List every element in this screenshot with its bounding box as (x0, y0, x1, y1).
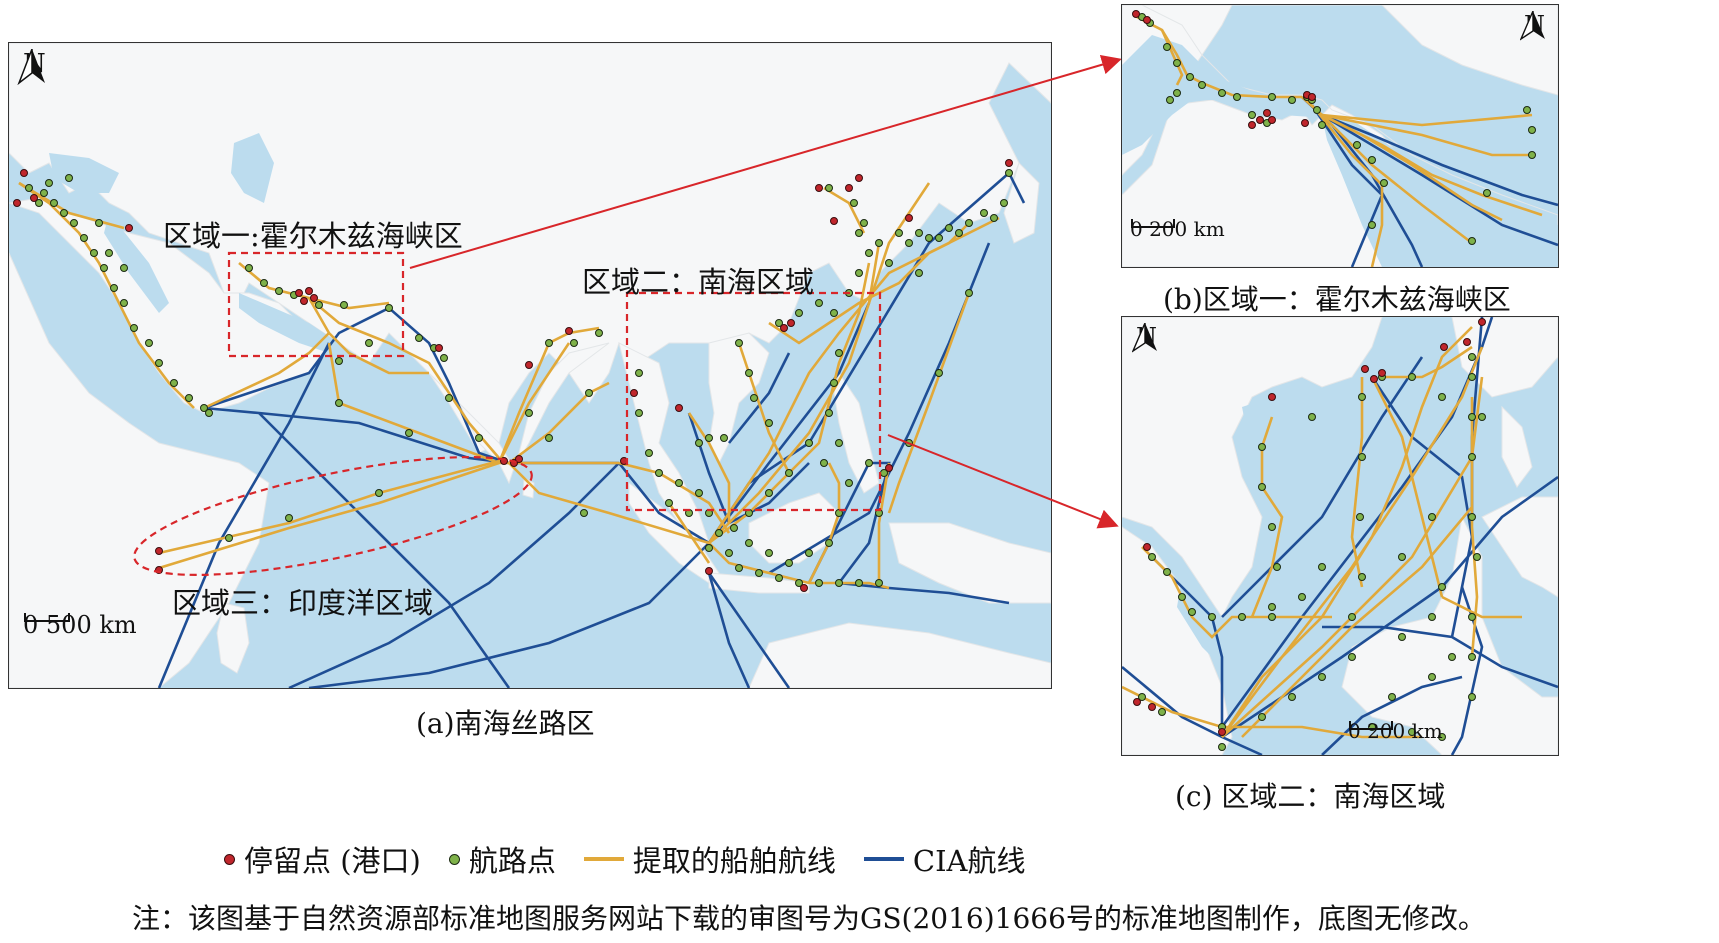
north-arrow-icon-b (1520, 11, 1545, 41)
north-arrow-icon-c (1132, 323, 1157, 353)
map-c-canvas (1122, 317, 1558, 755)
region-one-box (227, 251, 405, 358)
cia-route-swatch (863, 857, 904, 861)
region-two-label: 区域二：南海区域 (582, 265, 815, 299)
scale-label-c: 0 200 km (1348, 719, 1443, 743)
legend-route-point: 航路点 (448, 838, 556, 880)
region-three-ellipse (133, 456, 533, 576)
region-one-label: 区域一:霍尔木兹海峡区 (163, 219, 463, 253)
legend-extracted-route: 提取的船舶航线 (583, 838, 836, 880)
map-b-canvas (1122, 5, 1558, 267)
map-panel-c: N 0 200 km (1121, 316, 1559, 756)
legend-stop-point-label: 停留点 (港口) (244, 844, 421, 878)
legend-stop-point: 停留点 (港口) (224, 838, 421, 880)
stop-point-icon (224, 853, 235, 865)
map-legend: 停留点 (港口) 航路点 提取的船舶航线 CIA航线 (224, 838, 1025, 880)
scale-label-b: 0 200 km (1130, 217, 1225, 241)
scale-bar-line-b (1131, 219, 1175, 228)
legend-cia-route: CIA航线 (863, 838, 1026, 880)
legend-extracted-route-label: 提取的船舶航线 (632, 844, 836, 878)
inland-water (49, 133, 339, 353)
stop-points-b (1132, 10, 1316, 129)
extracted-route-swatch (583, 857, 624, 861)
scale-bar-a: 0 500 km (23, 611, 137, 639)
north-arrow-b: N (1520, 11, 1545, 41)
scale-bar-b: 0 200 km (1130, 217, 1225, 241)
region-two-box (625, 291, 882, 512)
region-highlights (133, 251, 882, 576)
land-layer-c (1122, 317, 1558, 755)
map-panel-b: N 0 200 km (1121, 4, 1559, 268)
map-panel-a: 区域一:霍尔木兹海峡区 区域二：南海区域 区域三：印度洋区域 N 0 500 k… (8, 42, 1052, 689)
map-a-canvas (9, 43, 1051, 688)
caption-panel-a: (a)南海丝路区 (416, 707, 595, 740)
scale-label: 0 500 km (23, 611, 137, 639)
route-point-icon (448, 853, 460, 865)
legend-route-point-label: 航路点 (468, 844, 556, 878)
source-note: 注：该图基于自然资源部标准地图服务网站下载的审图号为GS(2016)1666号的… (132, 902, 1486, 935)
cia-routes-c (1122, 317, 1558, 755)
north-arrow-icon (17, 49, 45, 85)
caption-panel-b: (b)区域一：霍尔木兹海峡区 (1163, 283, 1511, 316)
cia-routes (157, 170, 1026, 688)
north-arrow-c: N (1132, 323, 1157, 353)
caption-panel-c: (c) 区域二：南海区域 (1175, 780, 1446, 813)
extracted-routes-b (1136, 15, 1543, 267)
scale-bar-c: 0 200 km (1348, 719, 1443, 743)
scale-bar-line-c (1349, 721, 1393, 730)
scale-bar-line (24, 613, 70, 622)
stop-points-c (1133, 318, 1486, 736)
region-three-label: 区域三：印度洋区域 (172, 586, 434, 620)
legend-cia-route-label: CIA航线 (912, 844, 1026, 878)
north-arrow-a: N (17, 49, 46, 85)
